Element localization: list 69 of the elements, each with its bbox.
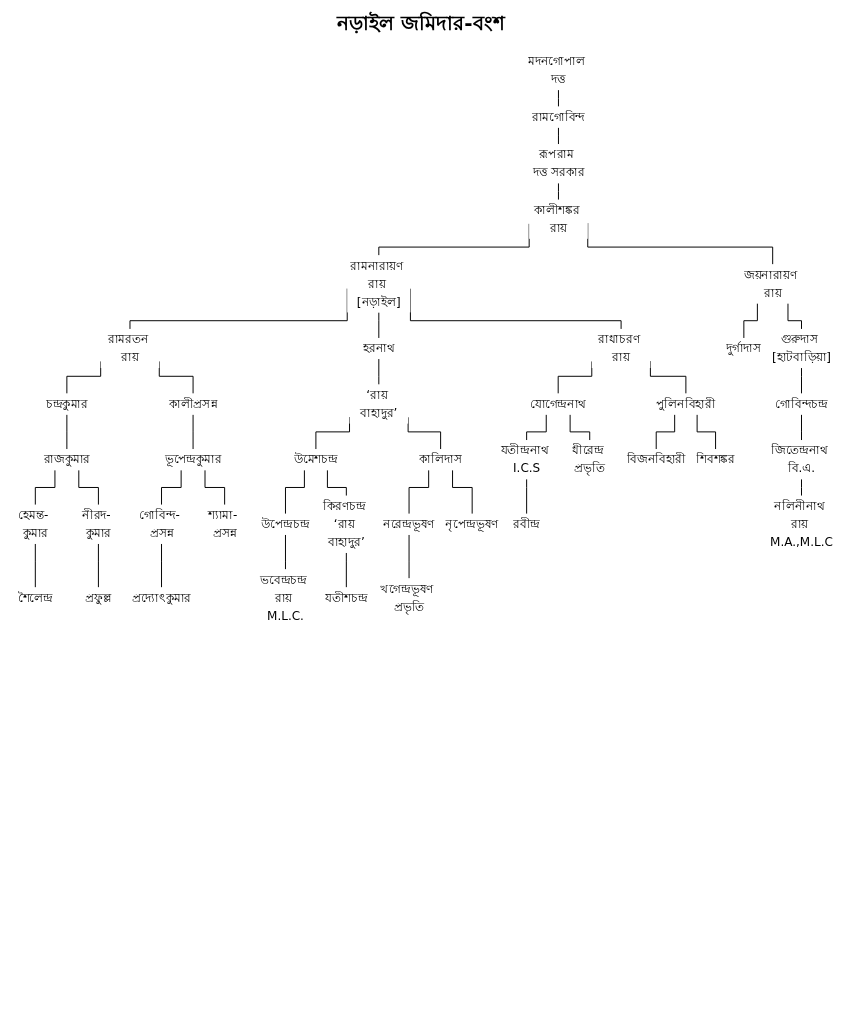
node-text: যোগেন্দ্রনাথ bbox=[530, 396, 586, 411]
node-text: জয়নারায়ণ রায় bbox=[744, 267, 798, 300]
node-text: উমেশচন্দ্র bbox=[294, 452, 338, 467]
node-text: শৈলেন্দ্র bbox=[18, 590, 53, 605]
connector bbox=[787, 302, 802, 330]
connector bbox=[569, 414, 591, 441]
connector bbox=[801, 478, 802, 497]
node-text: ভবেন্দ্রচন্দ্র রায় M.L.C. bbox=[260, 572, 307, 623]
diagram-title: নড়াইল জমিদার-বংশ bbox=[335, 10, 507, 37]
connector bbox=[743, 302, 758, 339]
node-text: রাধাচরণ রায় bbox=[598, 331, 641, 365]
connector bbox=[696, 414, 717, 450]
connector bbox=[326, 469, 347, 497]
connector bbox=[78, 469, 99, 506]
connector bbox=[345, 552, 347, 588]
node-text: রাজকুমার bbox=[43, 452, 91, 467]
connector bbox=[161, 469, 182, 506]
node-text: রামগোবিন্দ bbox=[531, 109, 586, 124]
node-text: পুলিনবিহারী bbox=[656, 396, 716, 411]
connector bbox=[285, 469, 305, 515]
node-text: যতীশচন্দ্র bbox=[324, 590, 368, 605]
connector bbox=[285, 534, 286, 570]
connector bbox=[557, 182, 559, 201]
node-text: উপেন্দ্রচন্দ্র bbox=[261, 516, 310, 532]
connector bbox=[801, 414, 802, 441]
node-text: ভূপেন্দ্রকুমার bbox=[164, 452, 222, 467]
node-text: কালিদাস bbox=[419, 452, 463, 467]
node-text: হরনাথ bbox=[363, 340, 395, 356]
node-text: গোবিন্দচন্দ্র bbox=[775, 396, 828, 411]
node-text: মদনগোপাল দত্ত bbox=[528, 54, 586, 87]
connector bbox=[557, 127, 559, 145]
connector bbox=[655, 414, 676, 450]
connector bbox=[34, 469, 56, 506]
node-text: হেমন্ত- কুমার bbox=[18, 507, 49, 541]
connector bbox=[801, 367, 802, 395]
node-text: দুর্গাদাস bbox=[726, 340, 762, 356]
node-text: যতীন্দ্রনাথ I.C.S bbox=[500, 443, 549, 476]
connector bbox=[557, 89, 559, 108]
connector bbox=[97, 543, 99, 588]
node-text: রূপরাম দত্ত সরকার bbox=[532, 147, 585, 180]
connector bbox=[204, 469, 226, 506]
connector bbox=[161, 543, 162, 588]
connector bbox=[378, 311, 380, 339]
node-text: খগেন্দ্রভূষণ প্রভৃতি bbox=[380, 581, 434, 614]
node-text: ধীরেন্দ্র প্রভৃতি bbox=[572, 443, 606, 476]
node-text: প্রদ্যোৎকুমার bbox=[131, 590, 192, 605]
node-text: নরেন্দ্রভূষণ bbox=[383, 516, 435, 532]
connector bbox=[452, 469, 473, 515]
node-text: ‘রায় বাহাদুর’ bbox=[360, 387, 398, 420]
node-text: শ্যামা- প্রসন্ন bbox=[208, 507, 238, 541]
node-text: নীরদ- কুমার bbox=[82, 507, 112, 541]
node-text: চন্দ্রকুমার bbox=[45, 396, 88, 411]
node-text: গুরুদাস [হাটবাড়িয়া] bbox=[772, 331, 831, 365]
connector bbox=[34, 543, 36, 588]
connector bbox=[378, 358, 380, 386]
node-text: জিতেন্দ্রনাথ বি.এ. bbox=[771, 443, 828, 476]
node-text: কিরণচন্দ্র ‘রায় বাহাদুর’ bbox=[323, 498, 366, 550]
node-text: বিজনবিহারী bbox=[626, 452, 686, 467]
node-text: গোবিন্দ- প্রসন্ন bbox=[139, 507, 180, 541]
connector bbox=[526, 478, 528, 515]
connector bbox=[526, 414, 547, 441]
node-text: নৃপেন্দ্রভূষণ bbox=[445, 516, 499, 532]
connector bbox=[408, 469, 430, 515]
node-text: প্রফুল্ল bbox=[85, 590, 112, 605]
node-text: শিবশঙ্কর bbox=[696, 452, 735, 467]
node-text: রবীন্দ্র bbox=[513, 516, 541, 532]
node-text: কালীপ্রসন্ন bbox=[168, 396, 218, 411]
node-text: নলিনীনাথ রায় M.A.,M.L.C bbox=[770, 498, 833, 550]
node-text: রামরতন রায় bbox=[107, 331, 149, 365]
